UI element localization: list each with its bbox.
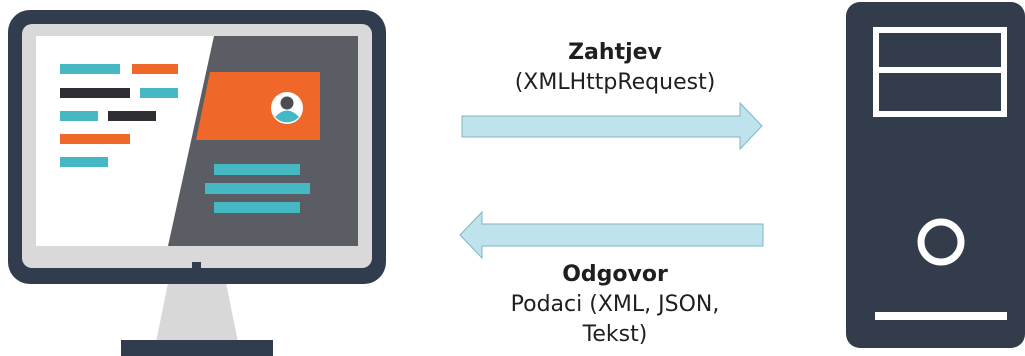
code-line bbox=[60, 134, 130, 144]
server-slot bbox=[875, 312, 1007, 320]
request-title: Zahtjev bbox=[568, 40, 662, 65]
server-tower-icon bbox=[846, 2, 1025, 348]
response-line-2: Tekst) bbox=[582, 322, 648, 347]
monitor-stand-base bbox=[121, 340, 273, 356]
monitor-power-button bbox=[192, 262, 201, 271]
response-title: Odgovor bbox=[562, 262, 668, 287]
monitor-stand-neck bbox=[156, 283, 238, 342]
response-label: Odgovor Podaci (XML, JSON, Tekst) bbox=[475, 260, 755, 350]
content-bar bbox=[214, 164, 300, 175]
code-line bbox=[132, 64, 178, 74]
desktop-monitor-icon bbox=[8, 10, 386, 356]
code-line bbox=[140, 88, 178, 98]
request-arrow bbox=[461, 101, 763, 151]
server-power-icon bbox=[917, 218, 965, 266]
response-line-1: Podaci (XML, JSON, bbox=[510, 292, 720, 317]
server-case bbox=[846, 2, 1025, 348]
code-line bbox=[60, 88, 130, 98]
code-line bbox=[60, 111, 98, 121]
content-bar bbox=[205, 183, 310, 194]
content-bar bbox=[214, 202, 300, 213]
code-line bbox=[108, 111, 156, 121]
request-label: Zahtjev (XMLHttpRequest) bbox=[480, 38, 750, 98]
response-arrow bbox=[459, 210, 764, 260]
code-line bbox=[60, 157, 108, 167]
request-subtitle: (XMLHttpRequest) bbox=[514, 70, 716, 95]
user-avatar-icon bbox=[271, 92, 303, 124]
code-line bbox=[60, 64, 120, 74]
